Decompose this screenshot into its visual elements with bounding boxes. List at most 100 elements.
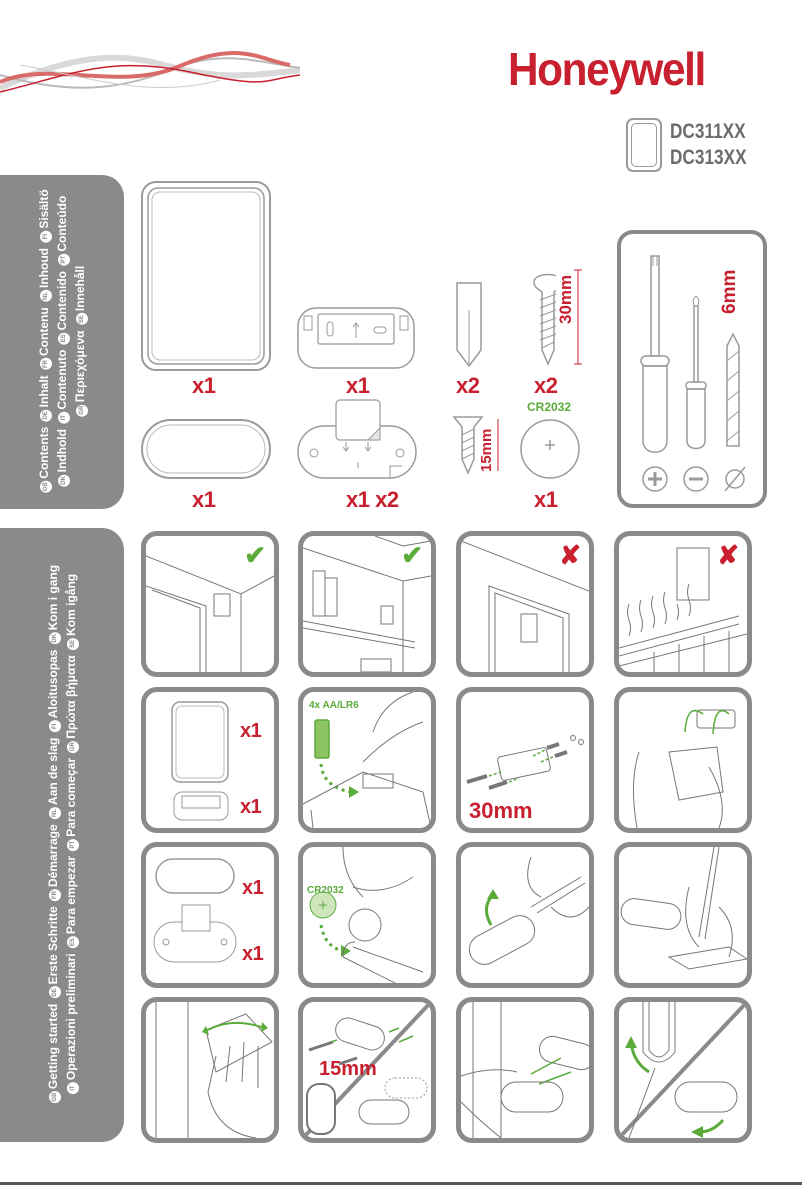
flag-es-icon: ES [58,332,70,345]
screw-length-30mm: 30mm [469,798,533,823]
step-clean-surface [141,997,279,1143]
flag-nl-icon: NL [40,290,52,302]
qty-transmitter: x1 [192,373,216,398]
clean-surface-illustration [155,1002,273,1138]
lang-label: Contenido [55,271,69,331]
qty-coin-battery: x1 [534,487,558,512]
step-fix-magnet-base: 15mm [298,997,436,1143]
flag-fi-icon: FI [49,720,61,733]
fix-magnet-base-illustration [303,1002,431,1138]
contents-tab-label: GBContents DEInhalt FRContenu NLInhoud F… [35,189,89,494]
dimension-15mm: 15mm [478,426,495,474]
step-mount-bracket-screws: 30mm [456,687,594,833]
lang-label: Innehåll [73,265,87,312]
qty-magnet: x1 [192,487,216,512]
tab-line: GRΠεριεχόμενα SEInnehåll [71,189,89,494]
drill-size: 6mm [719,269,740,314]
model-numbers: DC311XX DC313XX [670,119,747,171]
lang-label: Erste Schritte [46,906,60,985]
contents-tab: GBContents DEInhalt FRContenu NLInhoud F… [0,175,124,509]
device-outline-icon [626,118,662,172]
transmitter-icon [141,181,271,371]
step-insert-aa-batteries: 4x AA/LR6 [298,687,436,833]
flag-gb-icon: GB [40,480,52,493]
step-cut-adhesive [614,842,752,988]
door-frame-illustration [461,540,589,672]
step-open-magnet-cover [456,842,594,988]
tab-line: GBContents DEInhalt FRContenu NLInhoud F… [35,189,53,494]
magnet-and-base-illustration [153,858,237,963]
model-number: DC313XX [670,146,747,169]
model-number: DC311XX [670,120,746,143]
tab-line: DKIndhold ITContenuto ESContenido PTCont… [53,189,71,494]
step-attach-transmitter [614,687,752,833]
lang-label: Para empezar [64,856,78,935]
lang-label: Contenu [37,307,51,356]
lang-label: Sisältö [37,189,51,229]
checkmark-icon: ✔ [401,540,423,570]
tab-line: ITOperazioni preliminari ESPara empezar … [62,565,80,1105]
decorative-swoosh [0,51,300,93]
coin-battery-icon [520,419,580,479]
aa-battery-label: 4x AA/LR6 [309,700,359,711]
step-good-location-wall: ✔ [141,531,279,677]
coin-battery-label: CR2032 [307,885,344,896]
flag-it-icon: IT [58,411,70,424]
lang-label: Περιεχόμενα [73,330,87,403]
qty-magnet-base: x1 x2 [346,487,399,512]
flag-se-icon: SE [76,313,88,326]
flag-fr-icon: FR [49,889,61,902]
qty-wall-plug: x2 [456,373,480,398]
lang-label: Πρώτα βήματα [64,655,78,739]
flag-fi-icon: FI [40,230,52,243]
flag-gb-icon: GB [49,1091,61,1104]
lang-label: Kom i gang [46,564,60,631]
battery-label: CR2032 [527,400,572,414]
qty-bracket: x1 [346,373,370,398]
flag-se-icon: SE [67,637,79,650]
flag-dk-icon: DK [49,632,61,645]
wall-plug-icon [456,282,482,368]
step-bad-location-radiator: ✘ [614,531,752,677]
bottom-rule [0,1182,802,1185]
getting-started-tab-label: GBGetting started DEErste Schritte FRDém… [44,565,80,1105]
checkmark-icon: ✔ [244,540,266,570]
flag-nl-icon: NL [49,806,61,819]
flag-fr-icon: FR [40,358,52,370]
insert-batteries-illustration [303,692,431,828]
lang-label: Aloitusopas [46,649,60,719]
lang-label: Conteúdo [55,195,69,252]
getting-started-tab: GBGetting started DEErste Schritte FRDém… [0,528,124,1142]
wall-corner-illustration [146,555,274,672]
screw-length-15mm: 15mm [319,1058,377,1080]
radiator-illustration [619,547,747,672]
qty-magnet: x1 [242,877,264,899]
qty-transmitter: x1 [240,720,262,742]
flag-de-icon: DE [49,986,61,999]
step-bad-location-door: ✘ [456,531,594,677]
magnet-base-adhesive-icon [297,399,417,479]
transmitter-and-bracket-illustration [171,701,229,821]
tab-line: GBGetting started DEErste Schritte FRDém… [44,565,62,1105]
lang-label: Aan de slag [46,737,60,805]
qty-screw-30mm: x2 [534,373,558,398]
flag-pt-icon: PT [67,838,79,851]
step-attach-magnet [456,997,594,1143]
step-insert-coin-battery: CR2032 [298,842,436,988]
lang-label: Contenuto [55,349,69,410]
step-unpack-magnet: x1 x1 [141,842,279,988]
screw-15mm-icon [452,416,499,475]
cut-adhesive-illustration [620,847,747,970]
flag-es-icon: ES [67,936,79,949]
shelf-illustration [303,536,431,672]
brand-logo: Honeywell [508,43,706,95]
step-remove-with-screwdriver [614,997,752,1143]
lang-label: Indhold [55,429,69,473]
lang-label: Para começar [64,757,78,837]
flag-de-icon: DE [40,409,52,422]
flag-gr-icon: GR [67,740,79,753]
step-good-location-shelf: ✔ [298,531,436,677]
lang-label: Getting started [46,1003,60,1090]
lang-label: Kom igång [64,573,78,636]
flag-gr-icon: GR [76,404,88,417]
